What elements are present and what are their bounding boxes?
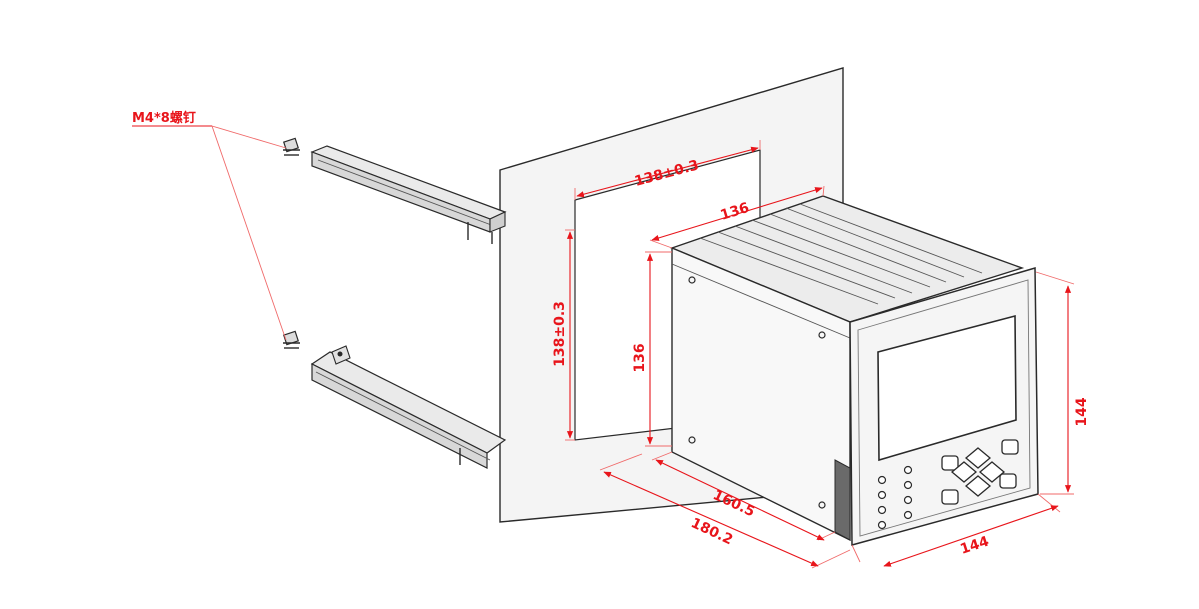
dim-case-height: 136 <box>632 251 672 447</box>
top-mounting-rail <box>310 145 507 244</box>
screw-callout: M4*8螺钉 <box>132 110 287 341</box>
screw-bottom <box>282 330 300 349</box>
bottom-mounting-rail <box>310 345 507 469</box>
bezel-width-label: 144 <box>958 533 991 557</box>
dim-bezel-height: 144 <box>1035 271 1090 495</box>
display-screen <box>877 314 1017 462</box>
case-height-label: 136 <box>632 343 648 372</box>
cutout-height-label: 138±0.3 <box>552 301 568 367</box>
total-depth-label: 180.2 <box>688 515 735 548</box>
dim-cutout-height: 138±0.3 <box>552 229 575 441</box>
screw-label: M4*8螺钉 <box>132 110 196 126</box>
screw-top <box>282 137 300 156</box>
keypad <box>941 439 1019 505</box>
bezel-height-label: 144 <box>1074 397 1090 426</box>
